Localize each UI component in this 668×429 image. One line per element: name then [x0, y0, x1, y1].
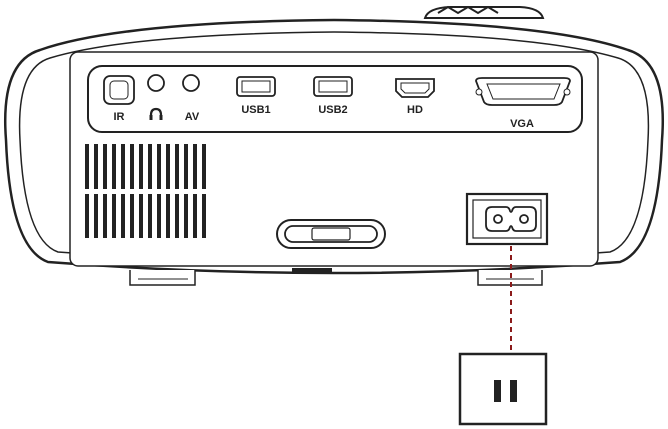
slide-switch: [277, 220, 385, 248]
vent-slot: [112, 144, 116, 189]
usb2-port: [314, 77, 352, 96]
vent-slot: [103, 194, 107, 238]
ir-label: IR: [114, 111, 125, 123]
vent-slot: [193, 194, 197, 238]
vent-slot: [193, 144, 197, 189]
vent-slot: [112, 194, 116, 238]
vent-slot: [157, 194, 161, 238]
vga-label: VGA: [510, 118, 534, 130]
vent-slot: [175, 194, 179, 238]
vent-slot: [139, 144, 143, 189]
usb1-port: [237, 77, 275, 96]
ir-port: [104, 76, 134, 104]
wall-outlet-icon: [460, 354, 546, 424]
vent-slot: [121, 194, 125, 238]
focus-wheel: [425, 7, 543, 18]
vga-port: [476, 78, 570, 105]
vent-slot: [184, 144, 188, 189]
usb2-label: USB2: [318, 104, 347, 116]
av-jack: [183, 75, 199, 91]
headphone-jack: [148, 75, 164, 91]
vent-slot: [202, 144, 206, 189]
hd-label: HD: [407, 104, 423, 116]
power-inlet-icon: [467, 194, 547, 244]
vent-slot: [139, 194, 143, 238]
vent-slot: [157, 144, 161, 189]
vent-slot: [148, 144, 152, 189]
vent-slot: [130, 194, 134, 238]
vent-slot: [94, 144, 98, 189]
vent-slot: [202, 194, 206, 238]
vent-slot: [130, 144, 134, 189]
vent-slot: [148, 194, 152, 238]
vent-slot: [85, 194, 89, 238]
usb1-label: USB1: [241, 104, 270, 116]
vent-slot: [166, 194, 170, 238]
hdmi-port: [396, 79, 434, 97]
vent-slot: [184, 194, 188, 238]
vent-slot: [94, 194, 98, 238]
vent-slot: [103, 144, 107, 189]
vent-slot: [121, 144, 125, 189]
vent-slot: [166, 144, 170, 189]
vent-slot: [175, 144, 179, 189]
av-label: AV: [185, 111, 200, 123]
vent-slot: [85, 144, 89, 189]
